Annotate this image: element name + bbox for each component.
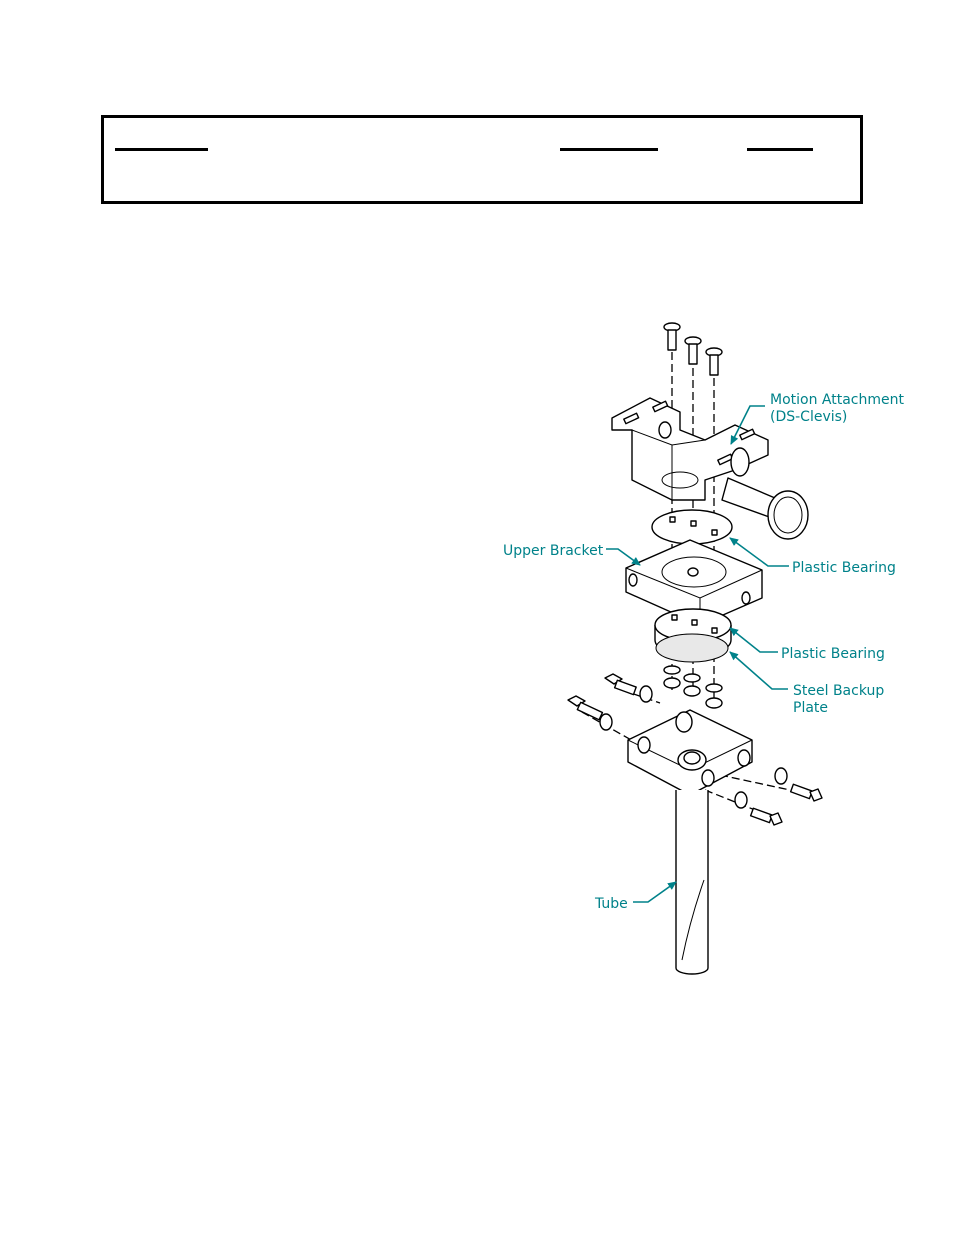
carriage-bolts <box>663 322 723 376</box>
label-tube: Tube <box>594 896 628 912</box>
label-plastic-bearing-upper: Plastic Bearing <box>792 560 896 576</box>
title-rule-middle <box>560 148 658 151</box>
label-steel-backup-plate-line2: Plate <box>793 700 828 716</box>
carriage-bolt <box>705 347 723 376</box>
upper-bracket-part <box>625 539 763 626</box>
tube-part <box>675 790 709 975</box>
plastic-bearing-upper-part <box>651 509 733 545</box>
lower-bracket-part <box>627 709 753 796</box>
title-block <box>101 115 863 204</box>
label-plastic-bearing-lower: Plastic Bearing <box>781 646 885 662</box>
label-steel-backup-plate: Steel Backup <box>793 683 884 699</box>
carriage-bolt <box>684 336 702 365</box>
nuts-and-washers <box>663 665 723 709</box>
label-motion-attachment-model: (DS-Clevis) <box>770 409 847 425</box>
side-bolts-right <box>734 767 823 826</box>
label-motion-attachment: Motion Attachment <box>770 392 904 408</box>
label-upper-bracket: Upper Bracket <box>503 543 604 559</box>
carriage-bolt <box>663 322 681 351</box>
side-bolts-left <box>567 673 653 731</box>
steel-backup-plate-part <box>655 633 729 663</box>
callout-leaders <box>606 405 789 903</box>
title-rule-left <box>115 148 208 151</box>
title-rule-right <box>747 148 813 151</box>
motion-attachment-clevis <box>611 397 809 540</box>
